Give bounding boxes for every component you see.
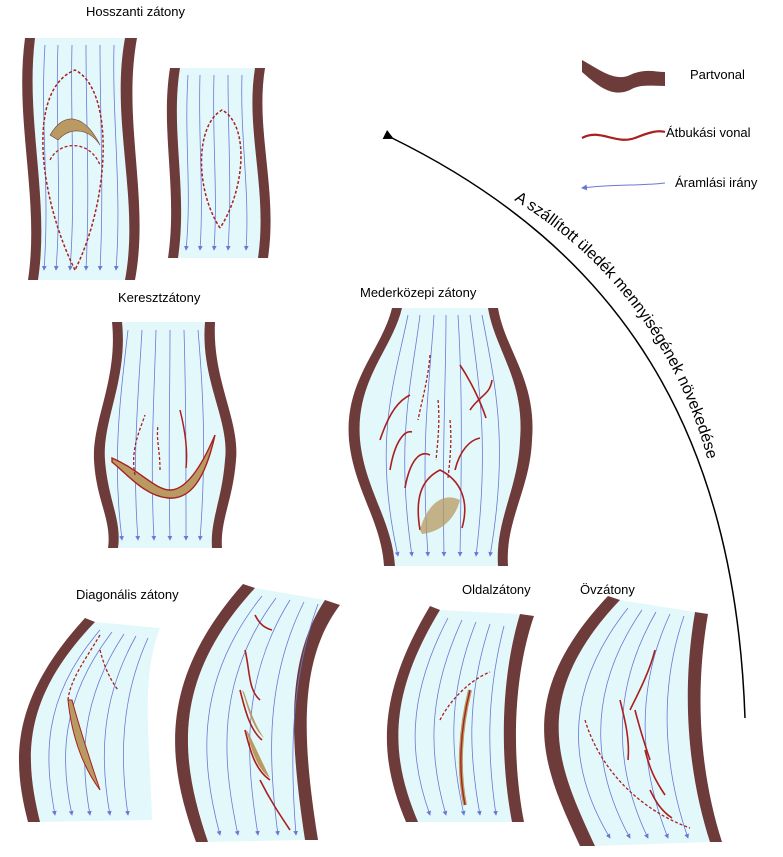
legend-flow-symbol — [581, 182, 666, 191]
legend-bank-label: Partvonal — [690, 67, 745, 82]
panel-mid-channel — [348, 308, 533, 566]
legend-bank-symbol — [582, 60, 665, 93]
increase-arrow — [382, 129, 746, 719]
panel-diagonal-b — [175, 584, 340, 842]
label-point: Övzátony — [580, 582, 635, 597]
panel-transverse — [93, 322, 237, 548]
panel-point — [544, 596, 722, 846]
panel-longitudinal-a — [22, 38, 140, 280]
label-mid-channel: Mederközepi zátony — [360, 285, 477, 300]
label-diagonal: Diagonális zátony — [76, 587, 179, 602]
panel-diagonal-a — [18, 618, 160, 822]
panel-longitudinal-b — [166, 68, 271, 258]
label-side: Oldalzátony — [462, 582, 531, 597]
legend-overflow-label: Átbukási vonal — [666, 125, 751, 140]
legend-overflow-symbol — [581, 130, 666, 141]
label-longitudinal: Hosszanti zátony — [86, 4, 185, 19]
legend-flow-label: Áramlási irány — [675, 175, 758, 190]
panel-side — [386, 606, 534, 822]
label-transverse: Keresztzátony — [118, 290, 201, 305]
